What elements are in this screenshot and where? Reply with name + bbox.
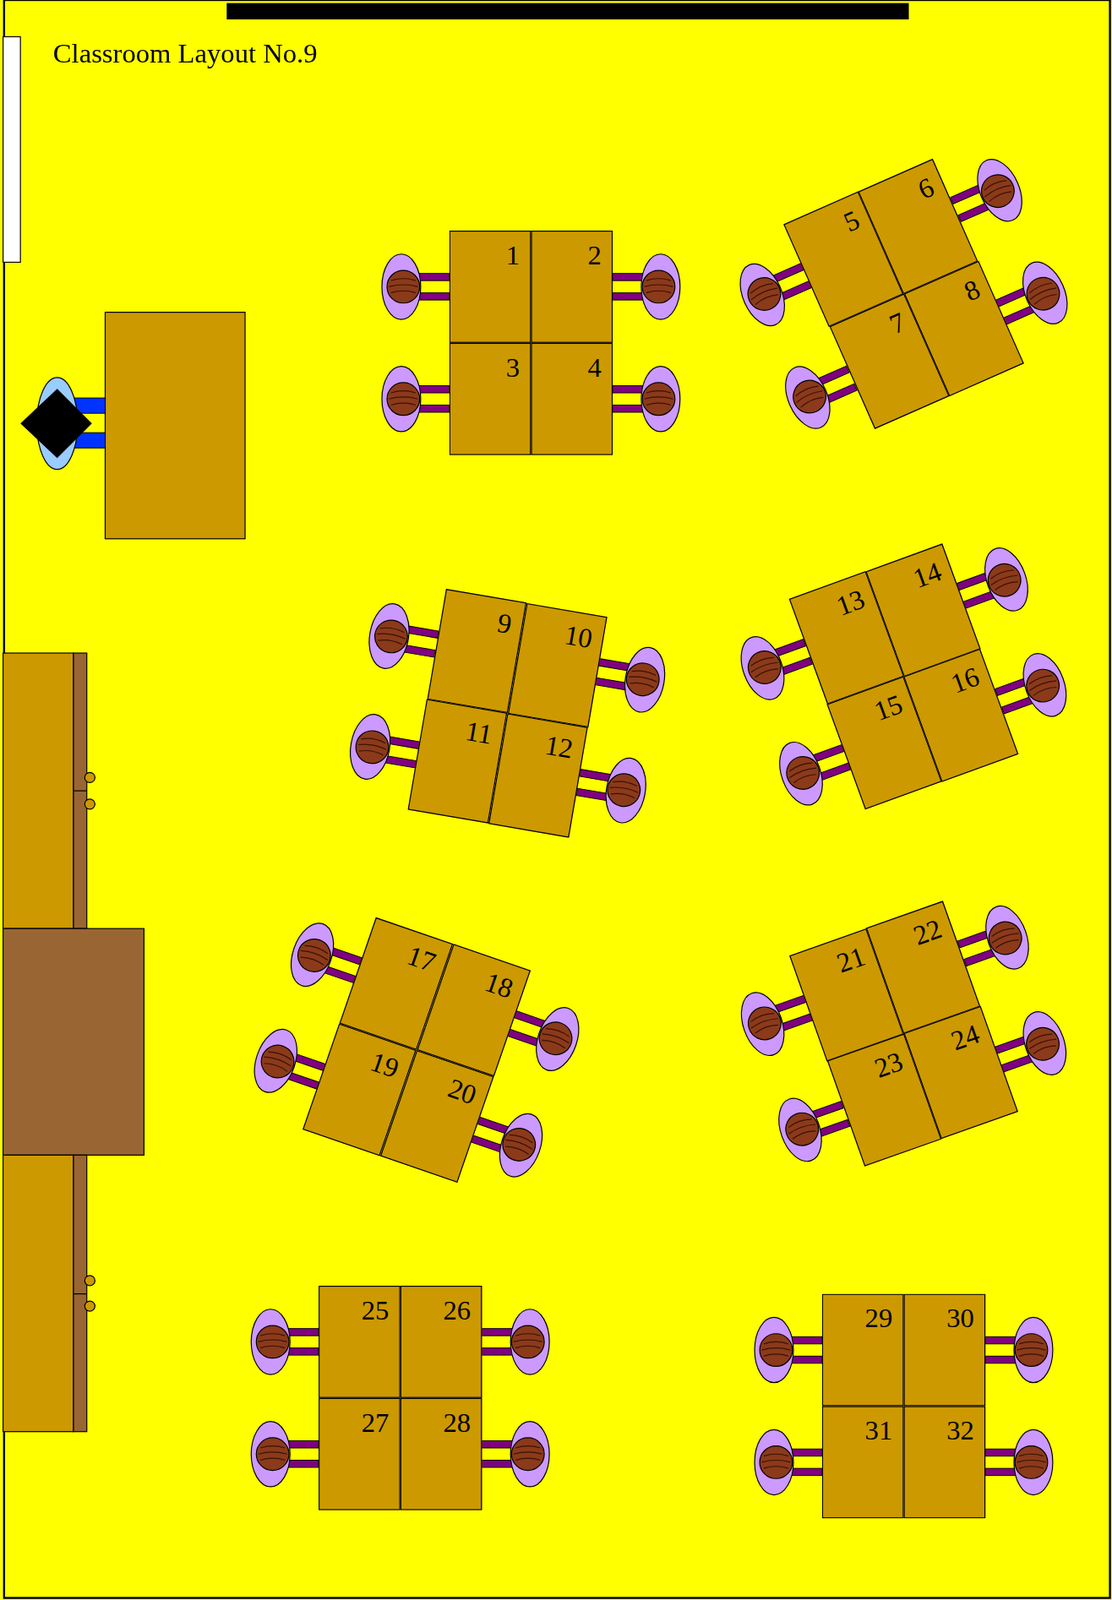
whiteboard [226,3,909,20]
student-desk: 26 [400,1286,483,1399]
desk-number: 20 [444,1074,480,1110]
wall [4,0,1111,1599]
desk-number: 29 [865,1305,894,1334]
desk-number: 25 [361,1297,390,1325]
student-desk: 2 [530,230,613,344]
side-table [3,928,145,1156]
desk-number: 32 [946,1417,975,1446]
desk-number: 8 [959,275,984,306]
knob [84,1275,95,1287]
student-desk: 1 [449,230,532,344]
desk-number: 26 [442,1297,471,1325]
desk-number: 31 [865,1417,894,1446]
desk-number: 7 [885,308,910,339]
desk-number: 30 [946,1305,975,1334]
desk-number: 21 [833,942,869,978]
student-desk: 25 [318,1286,401,1399]
desk-number: 22 [910,915,946,951]
desk-number: 27 [361,1409,390,1438]
desk-number: 28 [442,1409,471,1438]
diagram-title: Classroom Layout No.9 [53,39,318,68]
student-desk: 27 [318,1398,401,1511]
desk-number: 16 [948,663,984,699]
desk-number: 18 [480,968,516,1003]
student-desk: 4 [530,343,613,456]
desk-number: 24 [948,1020,984,1057]
student-desk: 32 [904,1406,987,1519]
desk-number: 12 [543,731,576,764]
desk-number: 4 [587,354,601,382]
knob [84,772,95,783]
student-desk: 3 [449,343,532,456]
student-desk: 30 [904,1294,987,1407]
desk-number: 15 [871,691,907,727]
student-desk: 29 [822,1294,905,1407]
cabinet-door [73,653,88,929]
desk-number: 1 [506,241,520,270]
desk-number: 2 [587,241,601,270]
cabinet [3,653,74,929]
desk-number: 10 [561,621,595,654]
teacher-desk [104,312,246,540]
desk-number: 13 [832,585,868,622]
desk-number: 17 [403,942,439,977]
student-desk: 28 [400,1398,483,1511]
student-desk: 12 [488,713,589,838]
desk-number: 19 [367,1048,403,1084]
cabinet-door [73,1155,88,1432]
cabinet [3,1155,74,1432]
chair-group [731,152,1077,437]
knob [84,1301,95,1312]
desk-number: 23 [871,1048,907,1085]
desk-number: 9 [495,609,514,639]
chair-group [246,917,587,1183]
teacher [20,388,93,458]
desk-number: 14 [909,557,945,594]
chair-group [733,900,1074,1168]
desk-number: 5 [839,206,864,237]
student-desk: 31 [822,1406,905,1519]
desk-number: 11 [463,718,495,750]
desk-number: 6 [915,173,939,204]
window [3,36,22,262]
knob [84,799,95,810]
desk-number: 3 [506,354,520,382]
chair-group [733,542,1075,812]
